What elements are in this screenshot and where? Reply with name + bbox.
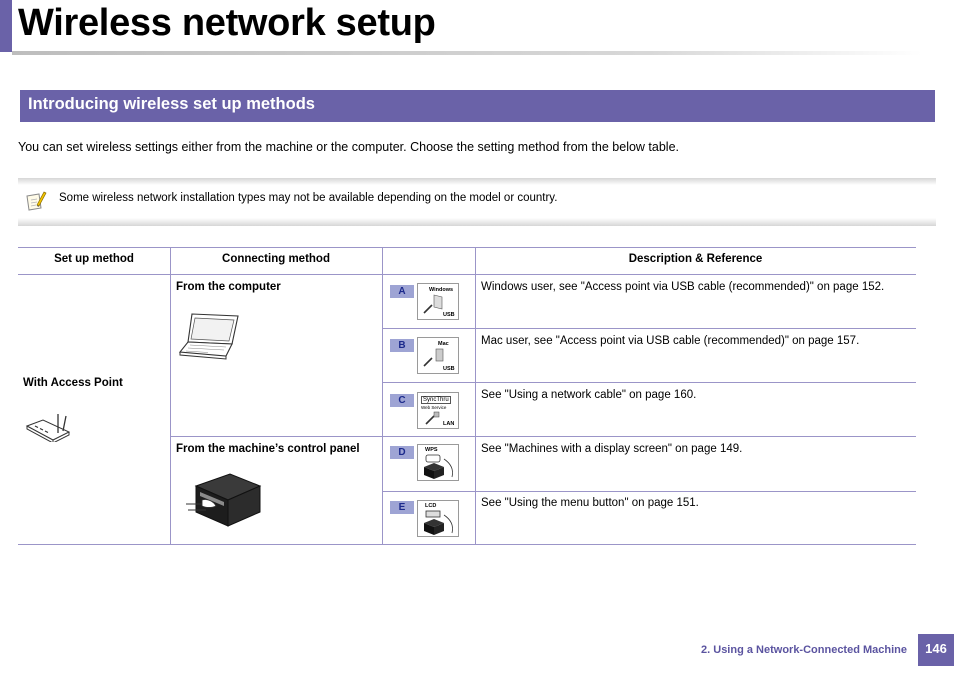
section-title: Introducing wireless set up methods — [28, 95, 315, 113]
method-badge-c: C — [390, 394, 414, 407]
title-divider — [12, 51, 922, 55]
thumbnail-windows-usb: Windows USB — [417, 283, 459, 320]
table-rule-top — [18, 247, 916, 248]
description-c: See "Using a network cable" on page 160. — [481, 389, 697, 401]
footer-chapter: 2. Using a Network-Connected Machine — [701, 644, 907, 656]
thumbnail-mac-usb: Mac USB — [417, 337, 459, 374]
thumbnail-label-2: Web Service — [421, 405, 447, 410]
thumbnail-label: WPS — [425, 447, 438, 453]
table-rule-bottom — [18, 544, 916, 545]
note-pencil-icon — [25, 190, 47, 219]
header-description: Description & Reference — [628, 253, 763, 265]
table-col-divider — [475, 247, 476, 545]
group-label-computer: From the computer — [176, 281, 281, 293]
setup-method-label: With Access Point — [23, 377, 123, 389]
page-title: Wireless network setup — [18, 2, 436, 44]
description-a: Windows user, see "Access point via USB … — [481, 281, 885, 293]
description-b: Mac user, see "Access point via USB cabl… — [481, 335, 860, 347]
intro-paragraph: You can set wireless settings either fro… — [18, 140, 680, 154]
access-point-router-icon — [25, 410, 71, 447]
table-row-divider — [382, 382, 916, 383]
note-text: Some wireless network installation types… — [59, 192, 558, 204]
laptop-icon — [178, 312, 242, 365]
thumbnail-sub-label: USB — [443, 312, 455, 318]
table-row-divider — [382, 328, 916, 329]
network-cable-icon — [424, 410, 442, 431]
table-col-divider — [382, 247, 383, 545]
description-d: See "Machines with a display screen" on … — [481, 443, 743, 455]
thumbnail-label: LCD — [425, 503, 437, 509]
thumbnail-label: Mac — [438, 341, 449, 347]
thumbnail-label: Windows — [429, 287, 454, 293]
thumbnail-syncthru-lan: SyncThru Web Service LAN — [417, 392, 459, 429]
title-accent-bar — [0, 0, 12, 52]
thumbnail-sub-label: LAN — [443, 421, 455, 427]
header-connecting-method: Connecting method — [222, 253, 330, 265]
section-header: Introducing wireless set up methods — [20, 90, 935, 122]
method-badge-d: D — [390, 446, 414, 459]
group-label-control-panel: From the machine’s control panel — [176, 443, 360, 455]
usb-cable-icon — [422, 346, 444, 373]
header-setup-method: Set up method — [54, 253, 134, 265]
table-row-divider — [170, 436, 916, 437]
table-row-divider — [382, 491, 916, 492]
method-badge-b: B — [390, 339, 414, 352]
thumbnail-lcd: LCD — [417, 500, 459, 537]
usb-cable-icon — [422, 293, 444, 320]
thumbnail-wps: WPS — [417, 444, 459, 481]
note-box: Some wireless network installation types… — [18, 178, 936, 226]
wps-button-press-icon — [422, 453, 456, 484]
thumbnail-label: SyncThru — [421, 396, 451, 404]
table-rule-header — [18, 274, 916, 275]
description-e: See "Using the menu button" on page 151. — [481, 497, 699, 509]
page-number: 146 — [918, 634, 954, 666]
method-badge-e: E — [390, 501, 414, 514]
method-badge-a: A — [390, 285, 414, 298]
thumbnail-sub-label: USB — [443, 366, 455, 372]
table-col-divider — [170, 247, 171, 545]
lcd-panel-press-icon — [422, 509, 456, 540]
printer-machine-icon — [186, 470, 262, 533]
